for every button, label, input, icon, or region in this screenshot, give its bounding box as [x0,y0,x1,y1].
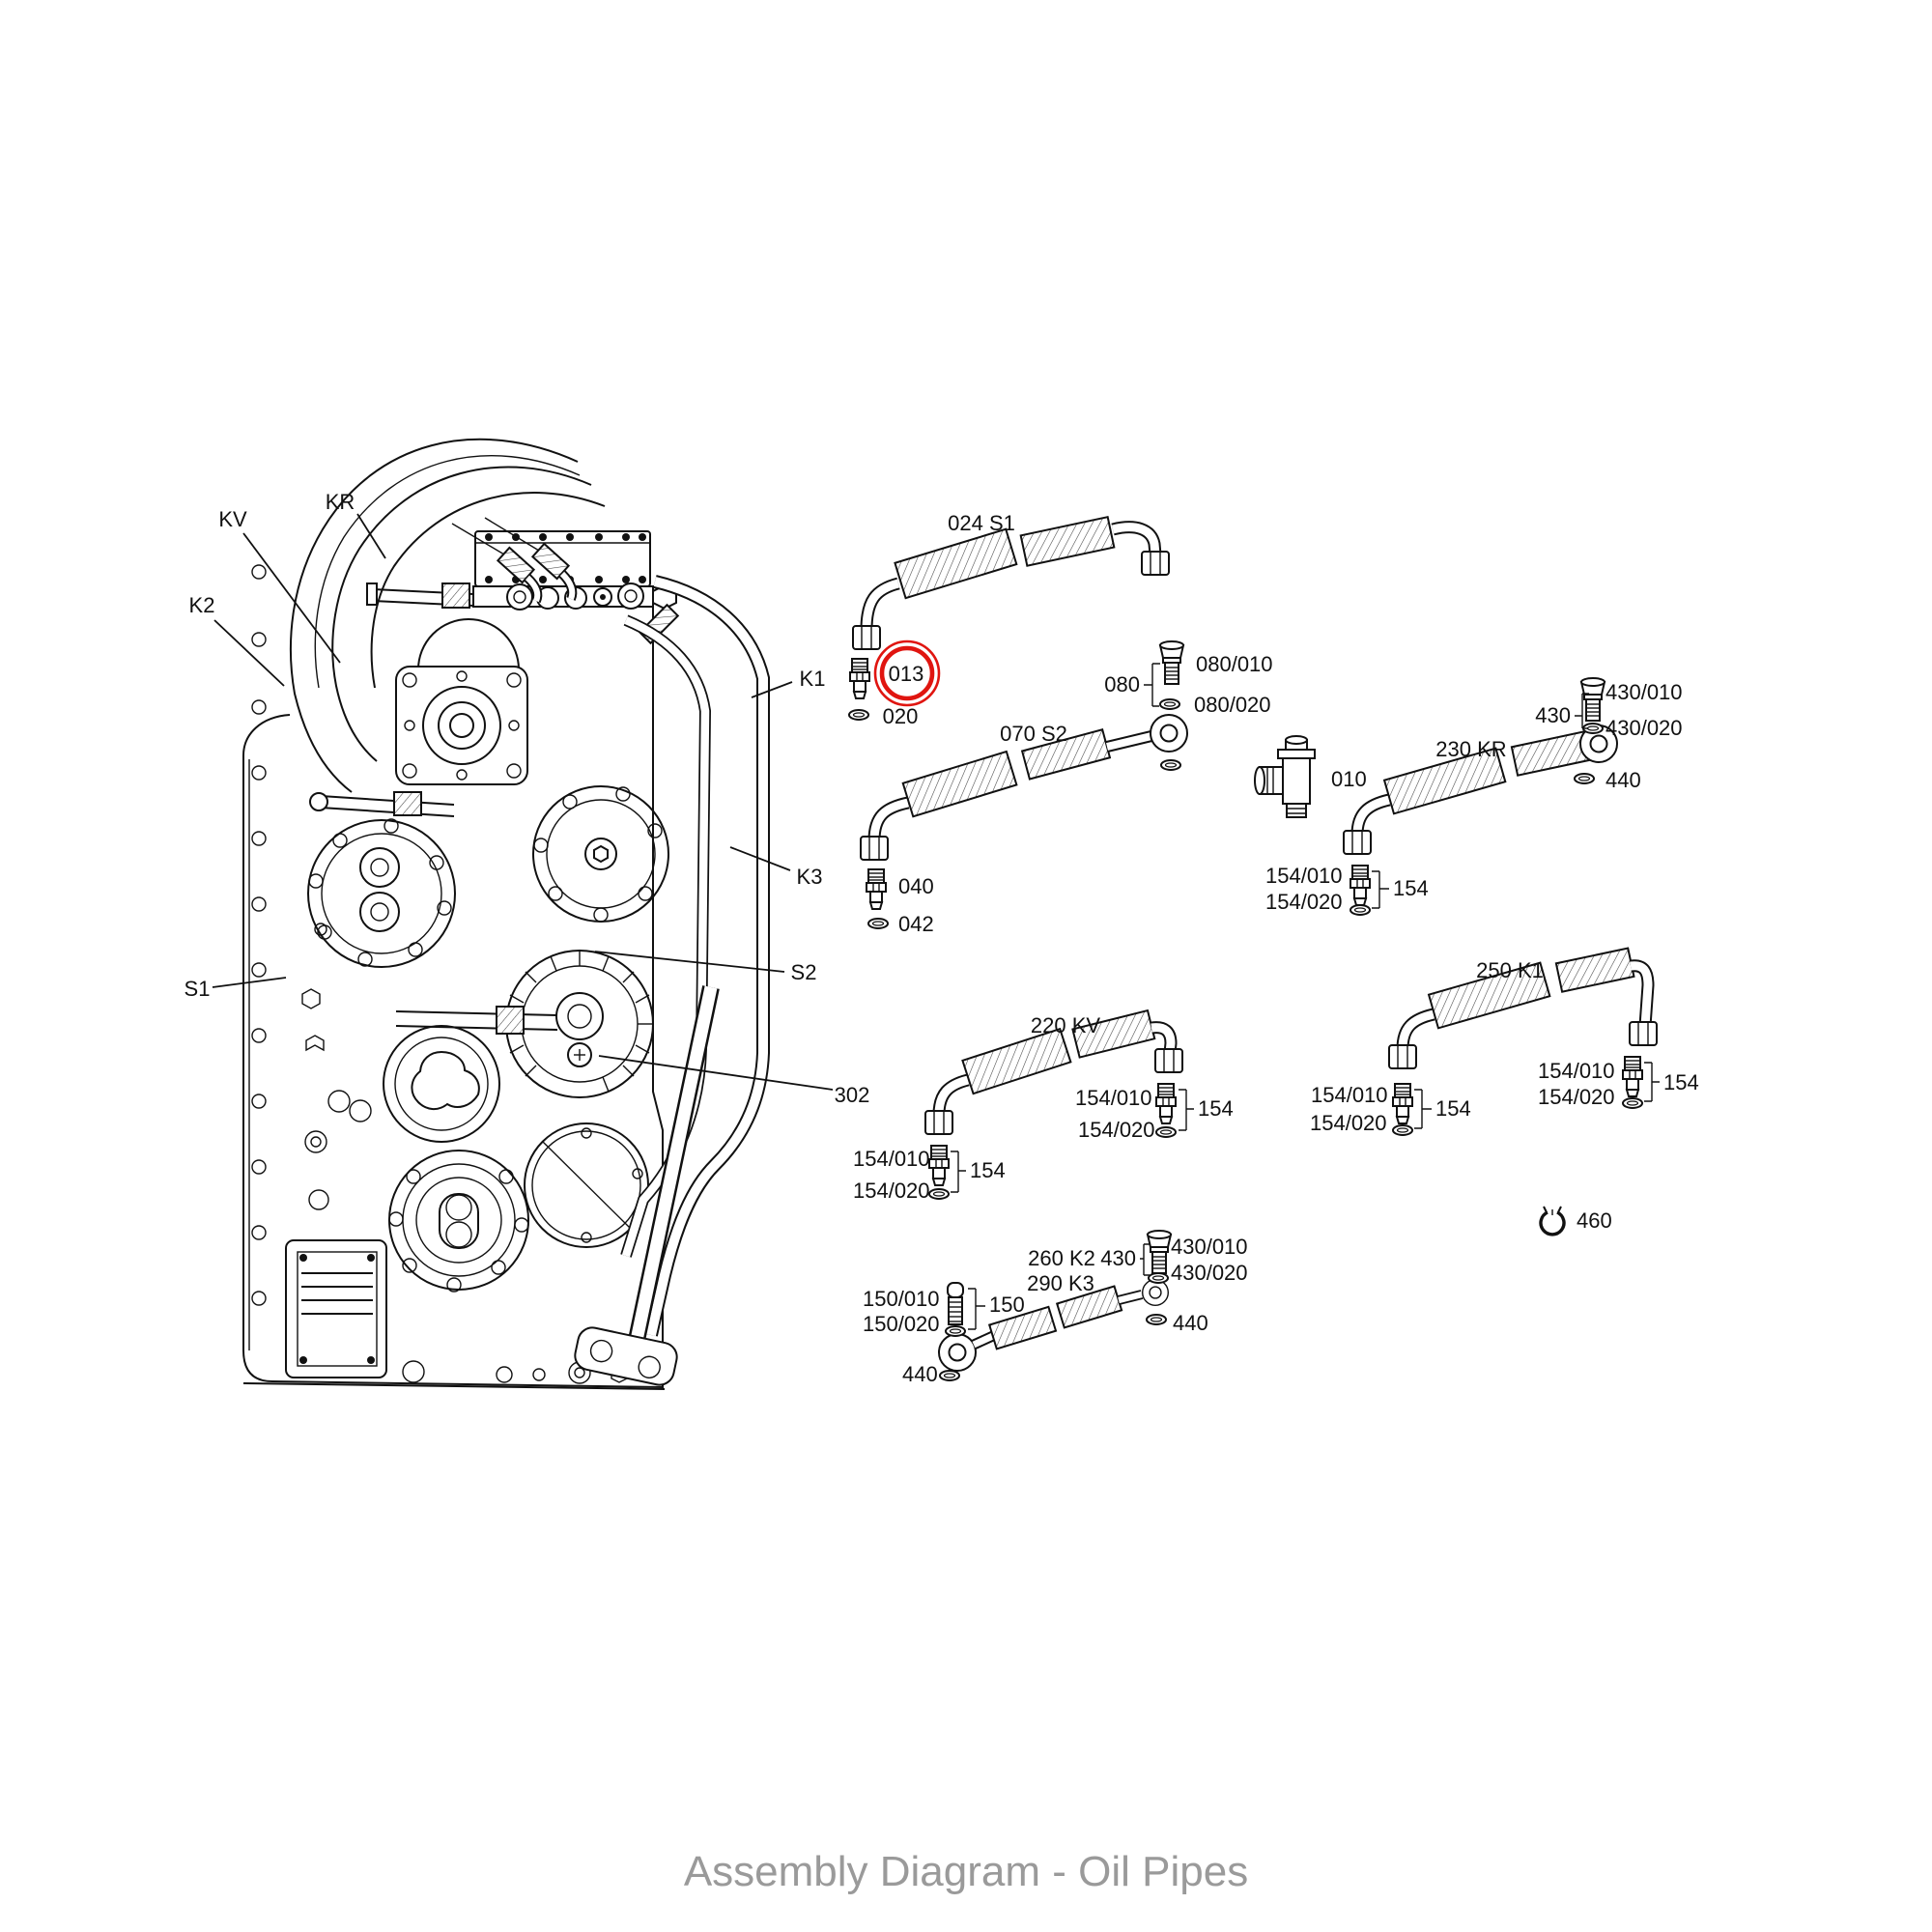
label-kr: KR [326,490,355,514]
highlight-circle-inner [879,645,935,701]
hose-assembly-250-k1: 250 K1 154/010 154/020 154 154/010 154/0… [1310,947,1699,1136]
part-label-154-010: 154/010 [1538,1059,1615,1083]
part-080-group: 080 080/010 080/020 [1104,640,1273,717]
part-label-154: 154 [1663,1070,1699,1094]
part-label-024-s1: 024 S1 [948,511,1015,535]
part-label-013: 013 [889,662,924,686]
part-label-020: 020 [883,704,919,728]
hose-assembly-070-s2: 070 S2 040 042 [860,714,1188,936]
suction-foot-flange [574,1326,678,1386]
label-k2: K2 [189,593,215,617]
flange-bolt-holes [251,564,372,1306]
machine-labels: KR KV K2 S1 K1 K3 S2 302 [185,490,870,1107]
part-label-430-020: 430/020 [1605,716,1683,740]
part-label-154-010: 154/010 [853,1147,930,1171]
part-label-154-010: 154/010 [1265,864,1343,888]
part-label-154: 154 [970,1158,1006,1182]
part-label-070-s2: 070 S2 [1000,722,1067,746]
part-label-154-020: 154/020 [1538,1085,1615,1109]
part-label-260-k2: 260 K2 [1028,1246,1095,1270]
trefoil-cover [383,1025,500,1143]
slatted-cover-plate [285,1239,387,1378]
part-label-154: 154 [1393,876,1429,900]
part-label-440: 440 [902,1362,938,1386]
hose-assembly-220-kv: 220 KV 154/010 154/020 154 154/010 154/0… [853,1009,1234,1203]
part-label-080-010: 080/010 [1196,652,1273,676]
s1-drum [307,818,456,968]
part-label-230-kr: 230 KR [1435,737,1506,761]
part-label-010: 010 [1331,767,1367,791]
part-label-290-k3: 290 K3 [1027,1271,1094,1295]
part-label-220-kv: 220 KV [1031,1013,1100,1037]
label-k3: K3 [797,865,823,889]
part-label-150: 150 [989,1293,1025,1317]
part-label-430-020: 430/020 [1171,1261,1248,1285]
part-label-154-020: 154/020 [853,1179,930,1203]
hose-assembly-230-kr: 230 KR 430 430/010 430/020 440 154/010 1… [1265,677,1683,916]
part-label-154: 154 [1198,1096,1234,1121]
part-label-150-020: 150/020 [863,1312,940,1336]
part-label-440: 440 [1173,1311,1208,1335]
highlight-circle-outer [873,639,941,707]
part-label-080: 080 [1104,672,1140,696]
diagram-caption: Assembly Diagram - Oil Pipes [684,1848,1248,1895]
part-label-250-k1: 250 K1 [1476,958,1544,982]
transmission-housing-drawing [242,438,770,1390]
part-label-154-020: 154/020 [1078,1118,1155,1142]
label-s1: S1 [185,977,211,1001]
part-460-clamp: 460 [1539,1205,1612,1236]
part-010-t-fitting: 010 [1254,735,1367,818]
part-label-080-020: 080/020 [1194,693,1271,717]
part-label-440: 440 [1605,768,1641,792]
part-label-040: 040 [898,874,934,898]
label-302: 302 [835,1083,870,1107]
part-label-154-010: 154/010 [1075,1086,1152,1110]
hose-assembly-024-s1: 024 S1 [852,511,1170,650]
part-label-150-010: 150/010 [863,1287,940,1311]
label-s2: S2 [791,960,817,984]
part-label-430-010: 430/010 [1171,1235,1248,1259]
lower-drum [388,1150,529,1293]
part-label-460: 460 [1577,1208,1612,1233]
part-label-154-010: 154/010 [1311,1083,1388,1107]
part-013-fitting: 013 020 [848,639,941,728]
part-label-430: 430 [1535,703,1571,727]
hose-assembly-260-k2-290-k3: 260 K2 290 K3 430 430/010 430/020 150/01… [863,1230,1248,1386]
part-label-154-020: 154/020 [1265,890,1343,914]
label-k1: K1 [800,667,826,691]
label-kv: KV [218,507,247,531]
part-label-042: 042 [898,912,934,936]
s2-drum [505,950,654,1098]
upper-right-drum [532,785,669,923]
part-label-430-010: 430/010 [1605,680,1683,704]
part-label-154: 154 [1435,1096,1471,1121]
part-label-154-020: 154/020 [1310,1111,1387,1135]
part-label-430: 430 [1100,1246,1136,1270]
